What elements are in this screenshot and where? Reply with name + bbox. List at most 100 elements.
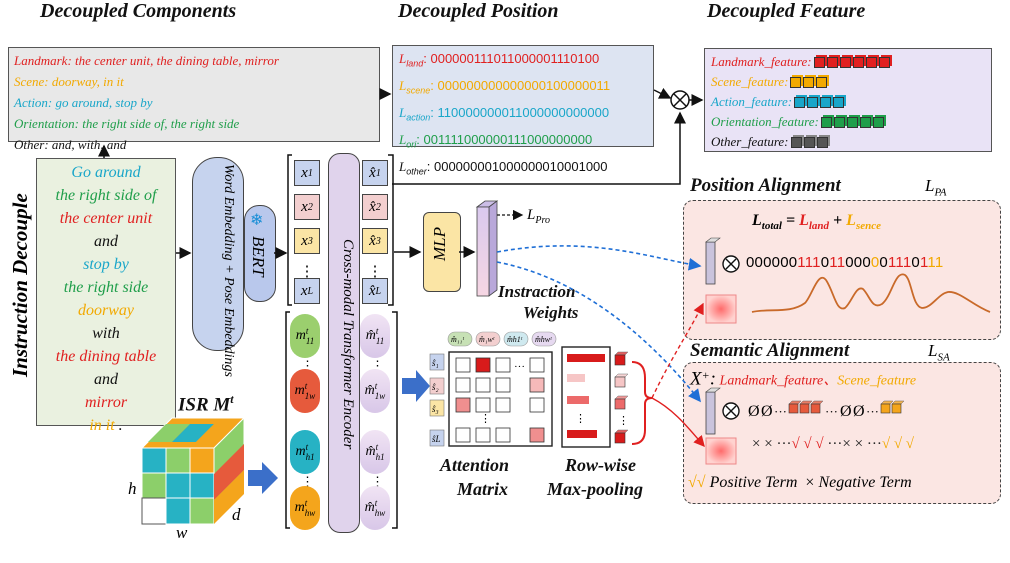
feature-row-label: Scene_feature: [711, 74, 789, 89]
feature-cube-icon [865, 56, 877, 68]
feature-cube-icon [852, 56, 864, 68]
sa-cube [705, 437, 737, 465]
eq-equals: = [781, 212, 800, 229]
arrow-isr-m [248, 462, 278, 494]
svg-text:⋮: ⋮ [480, 413, 491, 425]
feature-cube-icon [794, 96, 806, 108]
pa-loss: LPA [925, 176, 947, 198]
svg-text:Ø: Ø [748, 403, 760, 420]
mlp-block: MLP [423, 212, 461, 292]
isr-cube: h w d [128, 416, 246, 542]
feature-cube-icon [813, 56, 825, 68]
token: x̂3 [362, 228, 388, 254]
sa-loss-symbol: L [928, 341, 938, 360]
svg-text:···: ··· [514, 361, 525, 373]
feature-row: Action_feature: [711, 92, 985, 112]
position-row-sub: ori [406, 139, 417, 150]
feature-title: Decoupled Feature [707, 0, 866, 22]
position-row-label: L [399, 78, 407, 94]
position-title: Decoupled Position [398, 0, 559, 22]
legend-negative: Negative Term [818, 474, 912, 491]
sa-row2: × × ···√ √ √ ···× × ···√ √ √ [752, 436, 915, 452]
bert-pill: ❄ BERT [244, 205, 276, 302]
attention-caption-2: Matrix [457, 479, 509, 499]
feature-cube-icon [859, 116, 871, 128]
embedding-label: Word Embedding + Pose Embeddings [221, 164, 236, 377]
embedding-pill: Word Embedding + Pose Embeddings [192, 157, 244, 377]
sa-xplus-row: X+: Landmark_feature、Scene_feature [690, 368, 916, 391]
position-row: Lori: 001111000000111000000000 [399, 132, 593, 150]
svg-text:ŝ₁: ŝ₁ [432, 358, 439, 368]
sa-weight-bar [705, 391, 716, 435]
sa-sep: 、 [823, 373, 838, 389]
eq-term2: L [846, 212, 856, 229]
position-row: Lland: 000000111011000001110100 [399, 51, 600, 69]
isr-title-text: ISR M [178, 394, 231, 416]
checkmark-icon: √√ [688, 474, 706, 491]
weights-caption-2: Weights [523, 303, 579, 322]
bert-label: BERT [249, 236, 268, 277]
feature-cube-icon [839, 56, 851, 68]
feature-row: Other_feature: [711, 132, 985, 152]
feature-row-label: Other_feature: [711, 134, 789, 149]
pa-cube [705, 294, 737, 324]
eq-term2-sub: sence [855, 220, 881, 233]
cross-icon: × [805, 474, 815, 491]
position-row-bits: 000000000000000100000011 [433, 78, 611, 94]
svg-text:m̂₁wᵗ: m̂₁wᵗ [479, 335, 495, 344]
feature-cube-icon [790, 136, 802, 148]
svg-text:m̂₁₁ᵗ: m̂₁₁ᵗ [451, 335, 464, 344]
eq-plus: + [829, 212, 847, 229]
feature-cube-icon [807, 96, 819, 108]
orientation-label: Orientation: [14, 116, 79, 131]
action-label: Action: [14, 95, 53, 110]
maxpool-caption-2: Max-pooling [547, 479, 644, 499]
svg-text:···: ··· [825, 404, 838, 419]
feature-cube-icon [846, 116, 858, 128]
sa-loss: LSA [928, 341, 950, 363]
instruction-line: mirror [84, 394, 128, 411]
feature-cube-icon [790, 76, 802, 88]
arrow-xhat-otimes [392, 111, 686, 185]
instruction-line: Go around [71, 164, 141, 181]
eq-lhs-sub: total [761, 220, 782, 233]
instruction-line: the center unit [59, 210, 153, 227]
feature-box: Landmark_feature:Scene_feature:Action_fe… [704, 48, 992, 152]
sa-xplus-sup: + [701, 368, 710, 382]
sa-scene: Scene_feature [837, 373, 917, 389]
isr-w: w [176, 523, 188, 542]
other-label: Other: [14, 137, 49, 152]
feature-cube-icon [820, 116, 832, 128]
pro-loss: LPro [527, 207, 550, 226]
arrow-brace-sa [651, 397, 705, 448]
token: ⋮ [367, 263, 383, 280]
legend-positive: Positive Term [709, 474, 798, 491]
pa-loss-symbol: L [925, 176, 935, 195]
position-row-label: L [399, 51, 407, 66]
token: x̂1 [362, 160, 388, 186]
feature-cube-icon [816, 76, 828, 88]
action-text: go around, stop by [52, 95, 153, 110]
maxpool-caption-1: Row-wise [565, 455, 637, 475]
feature-cube-icon [803, 136, 815, 148]
maxpool-panel: ⋮⋮ [561, 346, 629, 448]
instruction-line: stop by [83, 256, 129, 273]
isr-h: h [128, 479, 137, 498]
isr-title-sup: t [230, 392, 234, 406]
scene-label: Scene: [14, 74, 49, 89]
feature-cube-icon [833, 116, 845, 128]
feature-row-label: Orientation_feature: [711, 114, 819, 129]
feature-row: Orientation_feature: [711, 112, 985, 132]
encoder-block: Cross-modal Transformer Encoder [328, 153, 360, 533]
position-row-label: L [399, 132, 407, 148]
svg-text:m̂h1ᵗ: m̂h1ᵗ [507, 335, 523, 344]
pro-loss-symbol: L [527, 207, 536, 223]
